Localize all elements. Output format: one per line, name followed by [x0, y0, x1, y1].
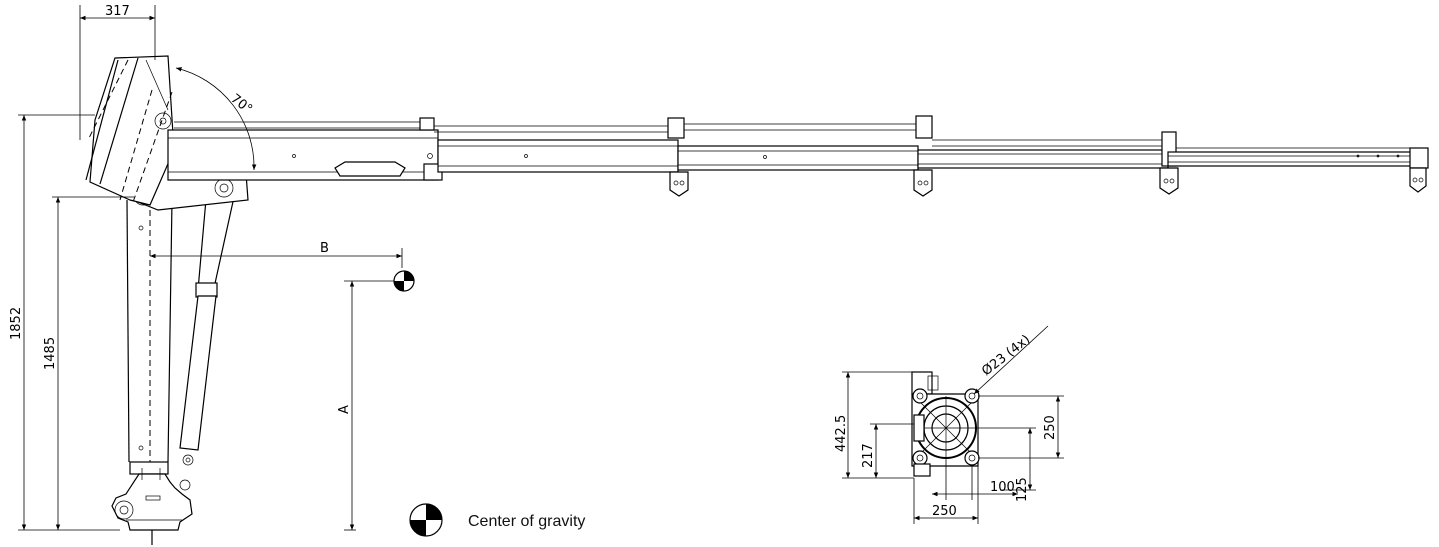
- dim-overall-height: 1852: [9, 307, 24, 340]
- crane-side-view: [85, 55, 1429, 545]
- dim-bolt-holes: Ø23 (4x): [979, 332, 1033, 379]
- base-dimension-lines: [842, 325, 1064, 524]
- legend: Center of gravity: [409, 503, 585, 537]
- main-boom: [167, 117, 443, 181]
- boom-extension-4: [1167, 147, 1429, 193]
- dim-base-offset-h: 100: [990, 480, 1015, 495]
- dim-base-height: 442.5: [834, 415, 849, 452]
- dim-pivot-height: 1485: [43, 337, 58, 370]
- dim-base-offset-v: 125: [1015, 477, 1030, 502]
- center-of-gravity-marker: [393, 270, 415, 292]
- base-plate-top-view: [911, 371, 980, 477]
- dim-cg-horizontal: B: [320, 241, 329, 256]
- center-of-gravity-icon: [409, 503, 443, 537]
- boom-extension-2: [677, 115, 933, 197]
- dim-base-hole-spacing-v: 250: [1043, 415, 1058, 440]
- boom-extension-1: [434, 117, 689, 197]
- dim-top-width: 317: [105, 4, 130, 19]
- dimension-lines: [18, 5, 403, 531]
- dim-base-hole-height: 217: [861, 443, 876, 468]
- dim-base-width: 250: [932, 504, 957, 519]
- luffing-cylinder: [179, 187, 237, 466]
- dim-angle: 70°: [228, 91, 255, 117]
- legend-label: Center of gravity: [468, 513, 585, 530]
- dim-cg-vertical: A: [337, 405, 352, 414]
- boom-extension-3: [917, 131, 1179, 195]
- boom-head-plate: [85, 55, 249, 211]
- crane-column: [111, 199, 193, 545]
